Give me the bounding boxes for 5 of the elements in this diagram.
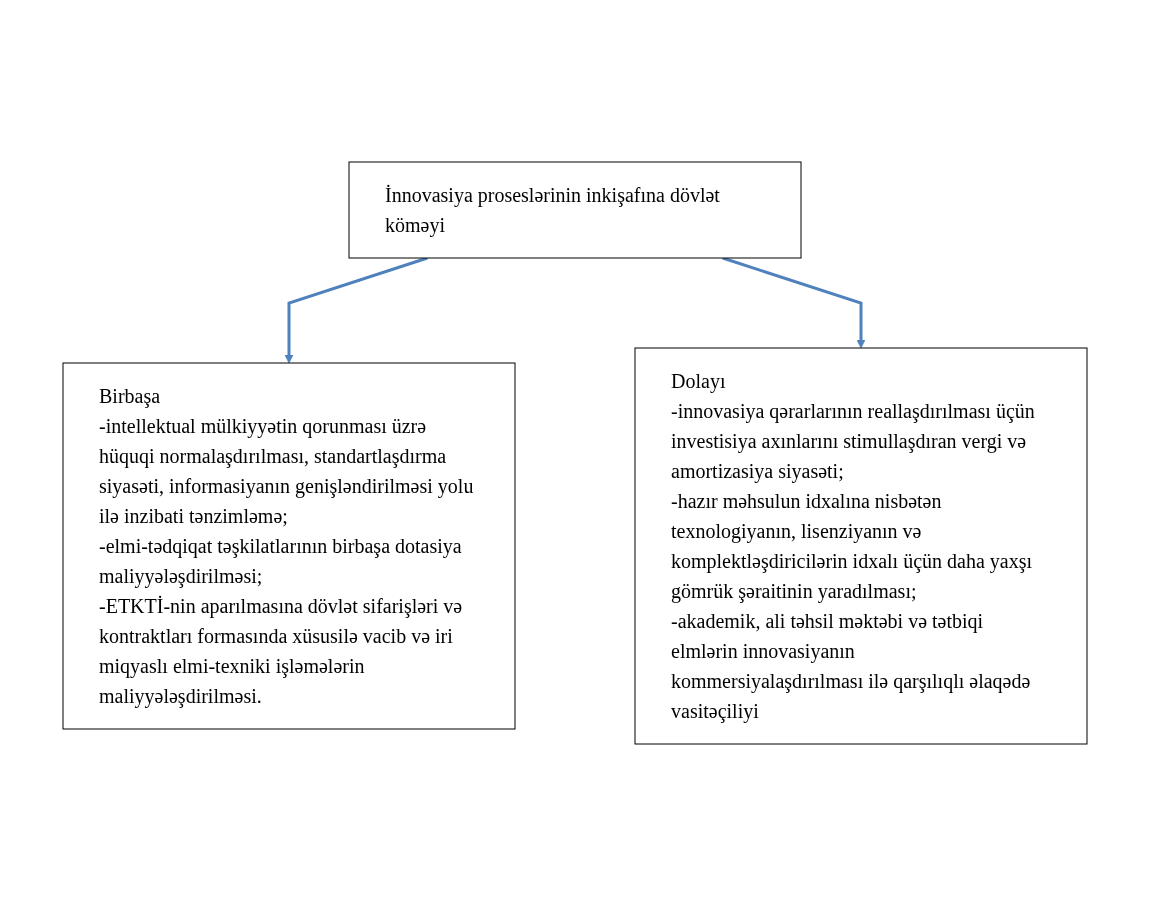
node-box: İnnovasiya proseslərinin inkişafına dövlət köməyi	[348, 161, 801, 258]
node-box: Birbaşa -intellektual mülkiyyətin qorunması üzrə hüquqi normalaşdırılması, standartlaşdırma siyasəti, informasiyanın genişləndirilməsi yolu ilə inzibati tənzimləmə; -elmi-tədqiqat təşkilatlarının birbaşa dotasiya maliyyələşdirilməsi; -ETKTİ-nin aparılmasına dövlət sifarişləri və kontraktları formasında xüsusilə vacib və iri miqyaslı elmi-texniki işləmələrin maliyyələşdirilməsi.	[62, 362, 515, 729]
arrow	[721, 256, 865, 348]
arrow	[284, 256, 428, 363]
node-box: Dolayı -innovasiya qərarlarının reallaşdırılması üçün investisiya axınlarını stimullaşdıran vergi və amortizasiya siyasəti; -hazır məhsulun idxalına nisbətən texnologiyanın, lisenziyanın və komplektləşdiricilərin idxalı üçün daha yaxşı gömrük şəraitinin yaradılması; -akademik, ali təhsil məktəbi və tətbiqi elmlərin innovasiyanın kommersiyalaşdırılması ilə qarşılıqlı əlaqədə vasitəçiliyi	[634, 347, 1087, 744]
